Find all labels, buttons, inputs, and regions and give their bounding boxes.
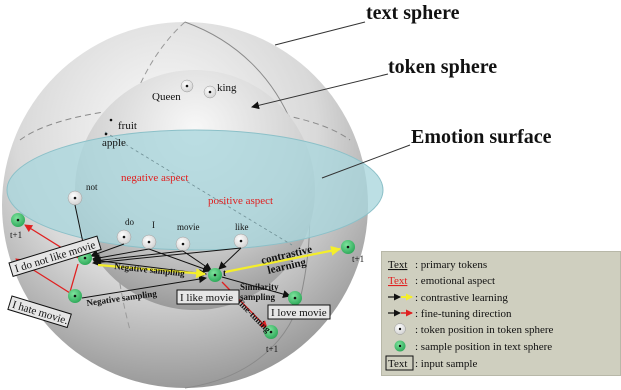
token-label-apple: apple xyxy=(102,137,126,149)
sample-center-left xyxy=(83,256,87,260)
finetune-arrow-down-left xyxy=(69,263,79,293)
sample-center-center xyxy=(213,273,217,277)
token-label-like: like xyxy=(235,222,249,232)
token-center-queen xyxy=(185,84,189,88)
text-sphere-meridian xyxy=(184,21,311,389)
legend-canvas: Text : primary tokens Text : emotional a… xyxy=(385,259,554,371)
legend-input-box xyxy=(385,355,414,371)
legend-primary-text: : primary tokens xyxy=(415,259,487,271)
sample-box-do-not-like-frame xyxy=(8,235,102,278)
legend-primary-key: Text xyxy=(388,259,407,271)
token-dots xyxy=(67,79,249,252)
token-center-do xyxy=(122,235,126,239)
token-label-i: I xyxy=(152,220,155,230)
sample-center-hate xyxy=(73,294,77,298)
arrow-like-to-center xyxy=(218,247,242,270)
emotion-surface-title: Emotion surface xyxy=(411,126,552,148)
arrow-negative-sampling-lower xyxy=(81,275,207,299)
similarity-sampling-label: Similarity sampling xyxy=(240,282,281,302)
sample-center-bottom xyxy=(269,330,273,334)
token-center-apple xyxy=(104,132,108,136)
arrow-similarity-sampling xyxy=(221,276,291,298)
legend-emotional-text: : emotional aspect xyxy=(415,275,495,287)
t-label-center: t xyxy=(223,268,226,278)
sample-center-top-left xyxy=(16,218,20,222)
token-center-not xyxy=(73,196,77,200)
sample-center-right xyxy=(346,245,350,249)
t1-label-bottom: t+1 xyxy=(266,344,278,354)
text-sphere-pointer xyxy=(274,21,366,46)
token-label-fruit: fruit xyxy=(118,120,137,132)
legend-sample-center xyxy=(398,344,402,348)
sample-box-hate-frame xyxy=(7,295,72,329)
token-label-queen: Queen xyxy=(152,91,181,103)
emotion-surface-pointer xyxy=(321,144,411,179)
sample-text-love: I love movie xyxy=(271,307,327,319)
negative-aspect-label: negative aspect xyxy=(121,172,189,184)
contrastive-arrow-to-right xyxy=(224,245,341,274)
legend-token-text: : token position in token sphere xyxy=(415,324,554,336)
legend-emotional-key: Text xyxy=(388,275,407,287)
token-center-movie xyxy=(181,242,185,246)
legend-contrastive-text: : contrastive learning xyxy=(415,292,508,304)
token-sphere-title: token sphere xyxy=(388,56,497,78)
t1-label-right: t+1 xyxy=(352,254,364,264)
sample-box-like-frame xyxy=(176,289,240,305)
token-center-king xyxy=(208,90,212,94)
legend-token-center xyxy=(398,327,402,331)
token-label-not: not xyxy=(86,182,98,192)
similarity-sampling-line-2: sampling xyxy=(240,292,276,302)
arrow-i-to-center xyxy=(148,248,211,273)
t1-label-left: t+1 xyxy=(10,230,22,240)
legend: Text : primary tokens Text : emotional a… xyxy=(381,251,621,376)
token-label-king: king xyxy=(217,82,237,94)
arrow-movie-to-sample xyxy=(93,250,184,265)
token-center-fruit xyxy=(109,118,113,122)
text-sphere-title: text sphere xyxy=(366,2,460,24)
contrastive-arrow-from-left xyxy=(97,263,206,279)
token-center-like xyxy=(239,239,243,243)
token-label-do: do xyxy=(125,217,135,227)
sample-center-love xyxy=(293,296,297,300)
sample-box-like: I like movie xyxy=(176,289,240,305)
token-center-i xyxy=(147,240,151,244)
surface-divider xyxy=(104,131,293,246)
token-label-movie: movie xyxy=(177,222,200,232)
legend-input-text: : input sample xyxy=(415,358,477,370)
sample-text-like: I like movie xyxy=(180,292,233,304)
sample-box-love: I love movie xyxy=(267,304,331,320)
similarity-sampling-line-1: Similarity xyxy=(240,282,279,292)
positive-aspect-label: positive aspect xyxy=(208,195,273,207)
sample-box-love-frame xyxy=(267,304,331,320)
emotion-surface xyxy=(6,129,384,251)
legend-input-key: Text xyxy=(388,358,407,370)
legend-finetune-text: : fine-tuning direction xyxy=(415,308,512,320)
arrow-movie-to-center xyxy=(182,250,212,271)
legend-sample-text: : sample position in text sphere xyxy=(415,341,552,353)
arrow-i-to-sample xyxy=(92,248,150,262)
token-sphere-pointer xyxy=(251,73,389,110)
